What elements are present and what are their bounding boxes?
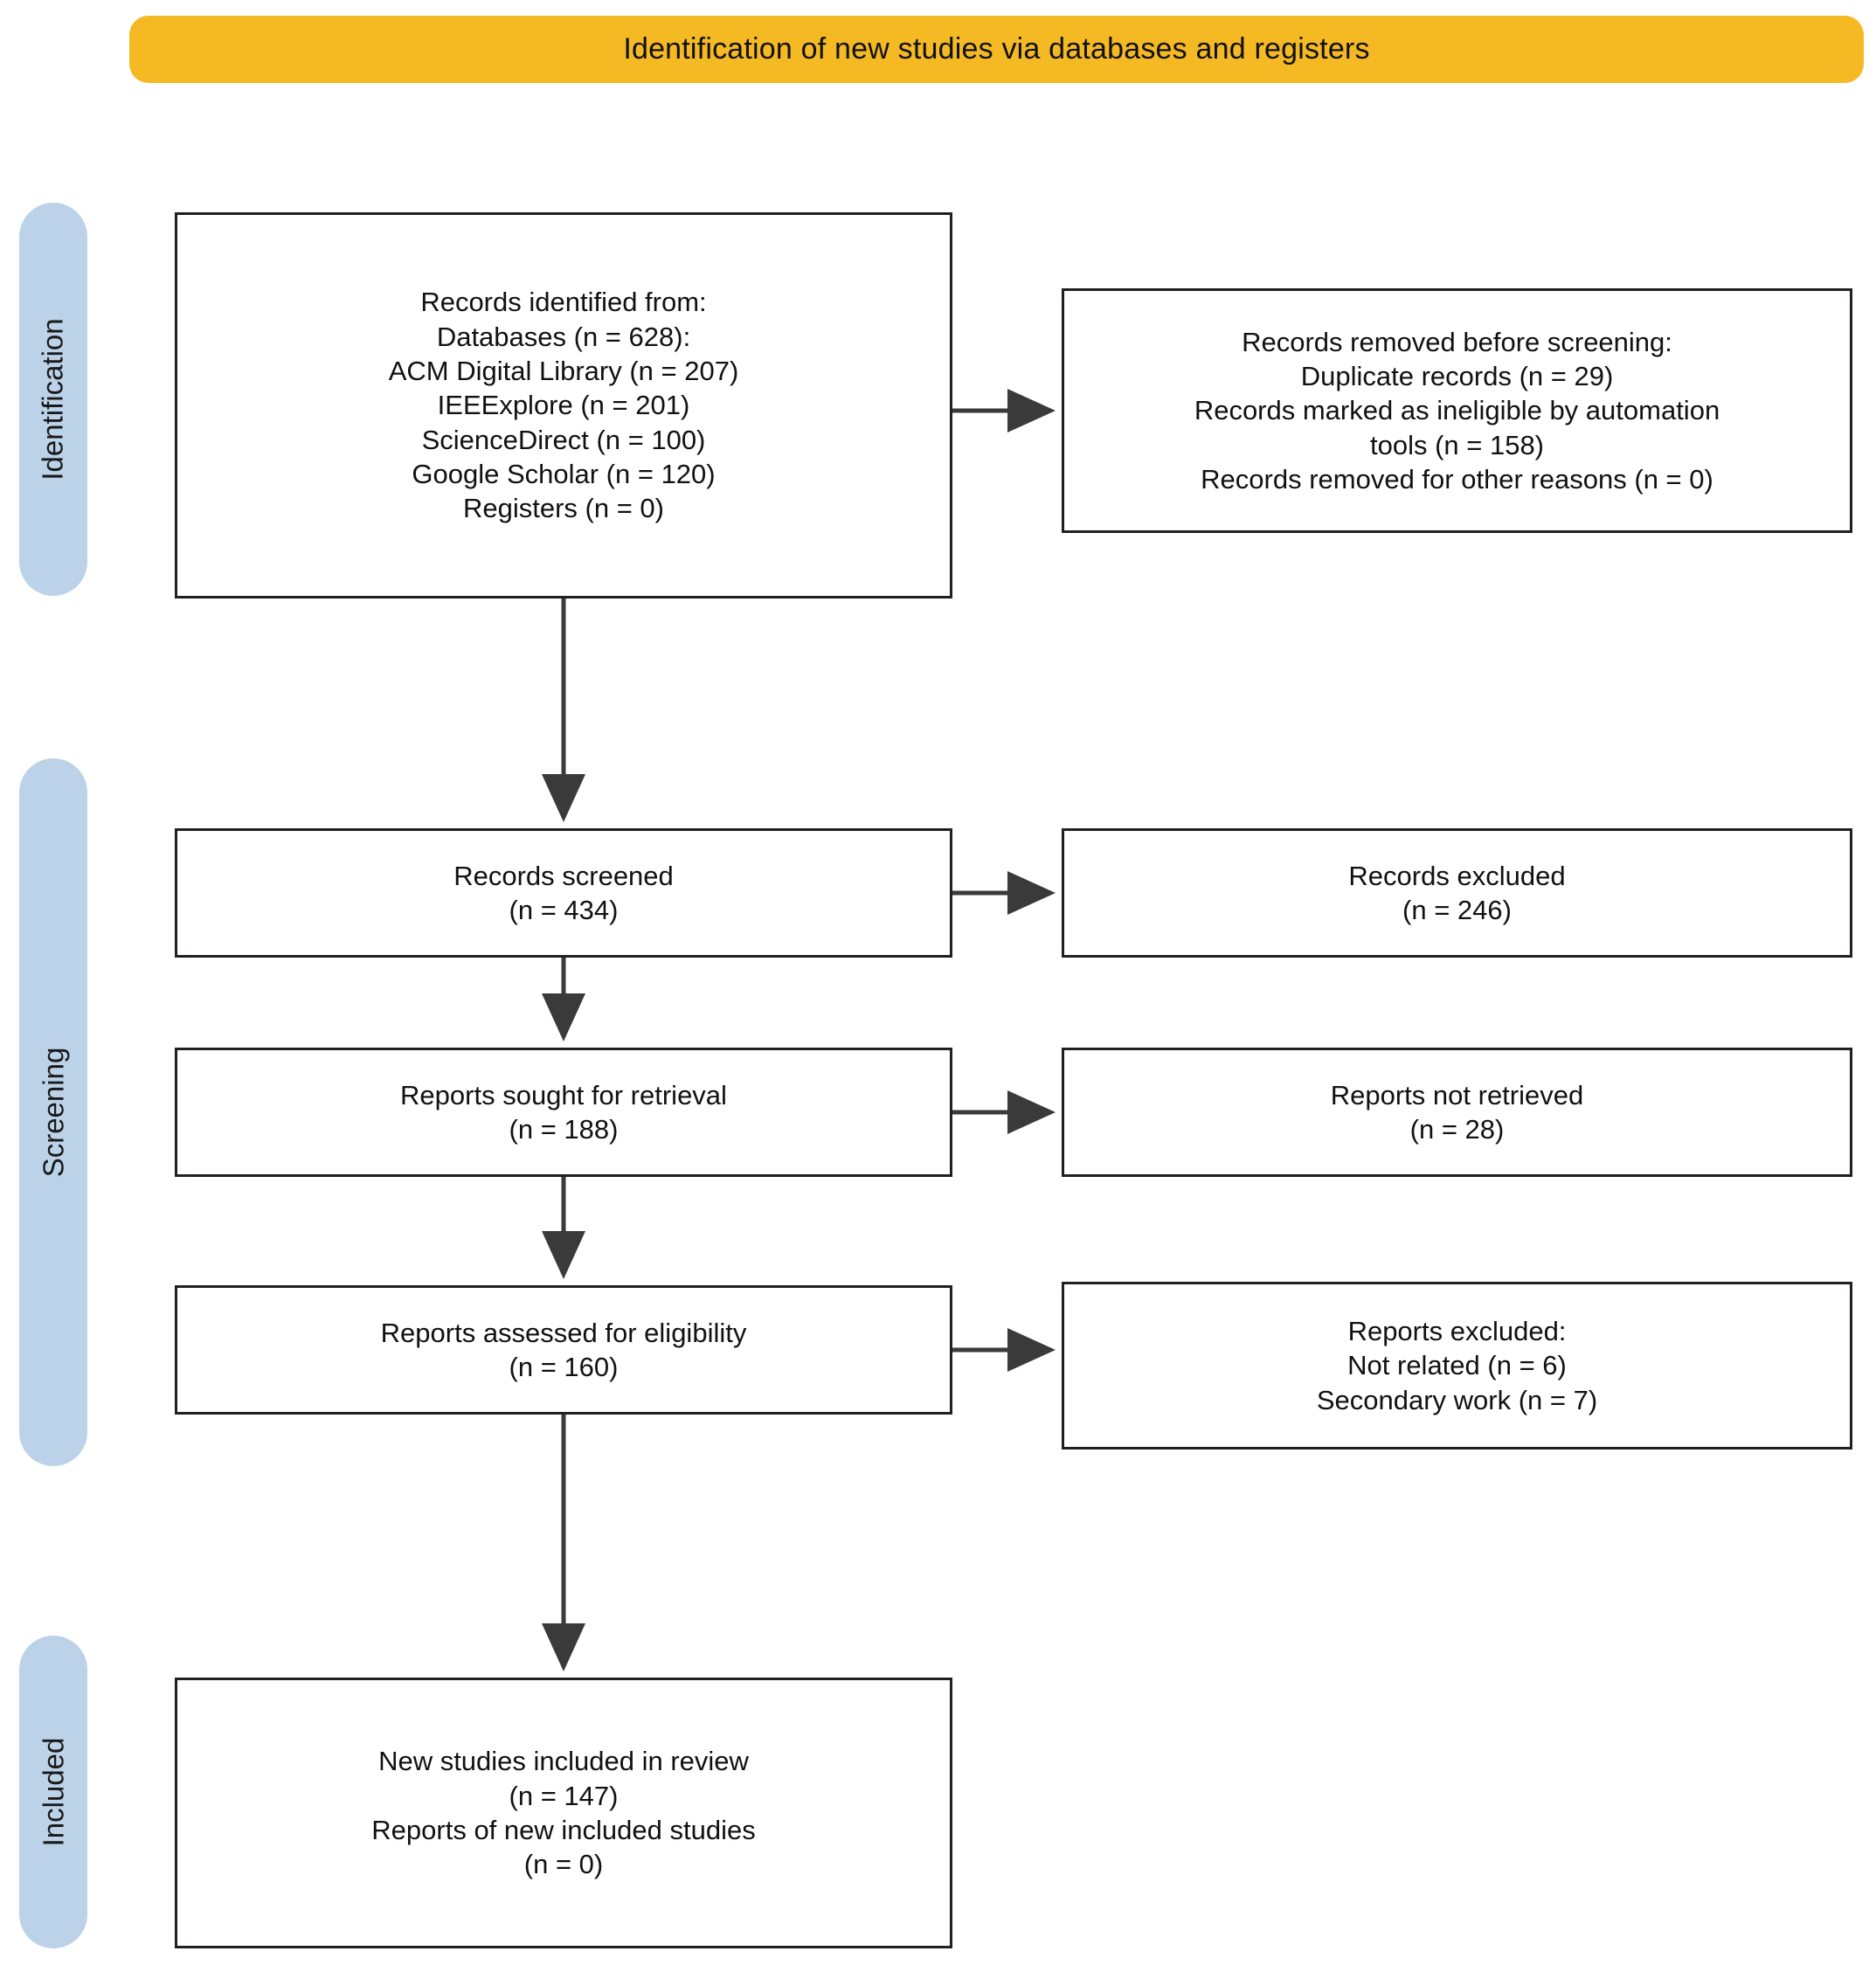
diagram-title-banner: Identification of new studies via databa… [129,16,1864,83]
box-line: Duplicate records (n = 29) [1300,360,1614,391]
box-reports-excluded: Reports excluded: Not related (n = 6) Se… [1062,1282,1852,1450]
box-records-screened: Records screened (n = 434) [175,828,952,958]
stage-label-screening-text: Screening [37,1047,70,1178]
box-line: ScienceDirect (n = 100) [421,424,706,455]
box-line: Secondary work (n = 7) [1316,1384,1598,1415]
stage-label-identification-text: Identification [37,318,70,481]
box-reports-assessed-for-eligibility: Reports assessed for eligibility (n = 16… [175,1285,952,1415]
box-line: (n = 28) [1409,1114,1505,1145]
box-line: Reports assessed for eligibility [380,1317,747,1348]
box-line: (n = 434) [509,895,619,925]
box-line: New studies included in review [378,1746,749,1777]
box-line: tools (n = 158) [1369,429,1545,460]
box-line: Records identified from: [420,287,707,318]
box-line: Google Scholar (n = 120) [412,459,716,490]
box-line: Not related (n = 6) [1347,1350,1567,1381]
box-line: (n = 160) [509,1352,619,1382]
diagram-title: Identification of new studies via databa… [623,32,1370,66]
box-line: (n = 188) [509,1114,619,1145]
stage-label-screening: Screening [19,758,87,1466]
stage-label-included: Included [19,1636,87,1948]
box-line: Records removed for other reasons (n = 0… [1201,464,1713,495]
box-line: Records screened [453,860,674,891]
box-records-identified: Records identified from: Databases (n = … [175,212,952,599]
box-line: Reports sought for retrieval [400,1079,727,1111]
box-records-removed-before-screening: Records removed before screening: Duplic… [1062,288,1852,533]
stage-label-identification: Identification [19,203,87,596]
box-line: Records marked as ineligible by automati… [1194,395,1720,426]
box-line: Reports not retrieved [1330,1079,1584,1111]
box-line: (n = 246) [1402,895,1512,925]
box-line: Records excluded [1348,860,1566,891]
box-new-studies-included: New studies included in review (n = 147)… [175,1678,952,1948]
box-line: (n = 0) [523,1849,604,1880]
box-line: Databases (n = 628): [436,321,691,352]
box-line: Registers (n = 0) [462,493,664,524]
box-records-excluded: Records excluded (n = 246) [1062,828,1852,958]
box-line: Records removed before screening: [1242,326,1672,357]
box-reports-not-retrieved: Reports not retrieved (n = 28) [1062,1048,1852,1177]
box-line: ACM Digital Library (n = 207) [388,355,739,386]
box-reports-sought-for-retrieval: Reports sought for retrieval (n = 188) [175,1048,952,1177]
stage-label-included-text: Included [37,1737,70,1847]
box-line: (n = 147) [509,1780,619,1811]
box-line: Reports excluded: [1347,1315,1567,1346]
box-line: Reports of new included studies [371,1815,756,1845]
box-line: IEEExplore (n = 201) [437,390,690,421]
